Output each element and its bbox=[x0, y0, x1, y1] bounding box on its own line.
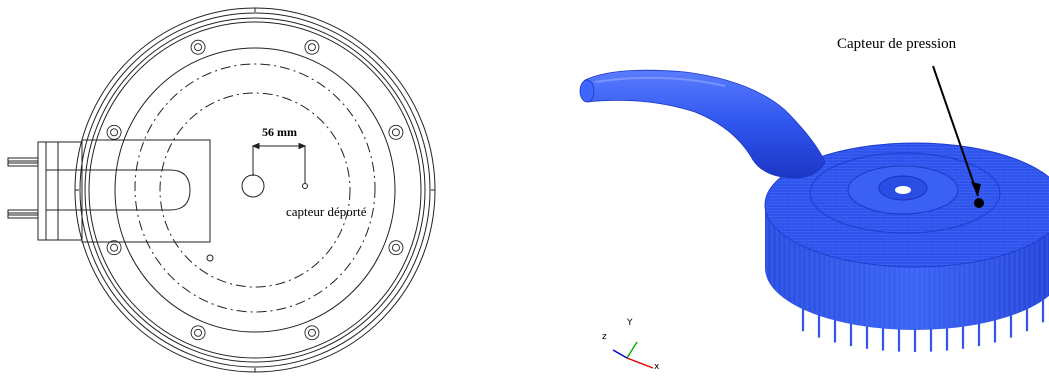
inlet-pin-bottom bbox=[7, 209, 39, 219]
remote-sensor-label: capteur déporté bbox=[286, 204, 367, 219]
flange-bolt bbox=[106, 240, 122, 256]
flange-bolts bbox=[106, 39, 404, 341]
flange-bolt bbox=[388, 124, 404, 140]
technical-drawing-panel: 56 mm capteur déporté bbox=[0, 0, 525, 380]
dimension-label: 56 mm bbox=[262, 125, 297, 139]
flange-bolt bbox=[190, 325, 206, 341]
inner-ring-2 bbox=[88, 21, 422, 359]
sensor-leader-line bbox=[932, 65, 979, 197]
axis-z-label: z bbox=[602, 332, 607, 342]
inlet-pipe bbox=[580, 69, 826, 179]
flange-bolt bbox=[304, 39, 320, 55]
outer-ring bbox=[74, 7, 436, 373]
pressure-sensor-dot bbox=[974, 198, 984, 208]
mesh-model-panel: Capteur de pression Y z x bbox=[525, 0, 1049, 380]
reference-circle-large bbox=[134, 63, 376, 313]
technical-drawing bbox=[7, 7, 436, 373]
center-hole bbox=[241, 174, 265, 198]
reference-circle-small bbox=[159, 92, 351, 288]
cavity-ring bbox=[114, 47, 396, 333]
pipe-opening bbox=[579, 79, 595, 103]
top-ring-1 bbox=[809, 152, 1001, 234]
flange-bolt bbox=[106, 124, 122, 140]
sensor-hole bbox=[302, 183, 308, 189]
flange-bolt bbox=[388, 240, 404, 256]
pressure-sensor-label: Capteur de pression bbox=[837, 36, 957, 52]
axis-x-label: x bbox=[654, 362, 660, 372]
axis-y-label: Y bbox=[627, 318, 633, 328]
small-bolt bbox=[206, 254, 214, 262]
mesh-model bbox=[579, 65, 1049, 369]
outer-ring-inner bbox=[79, 12, 431, 368]
axis-triad bbox=[612, 341, 654, 369]
center-hole bbox=[895, 186, 911, 194]
flange-bolt bbox=[190, 39, 206, 55]
inlet-channel bbox=[46, 169, 191, 211]
flange-bolt bbox=[304, 325, 320, 341]
inner-ring bbox=[84, 17, 426, 363]
inlet-pin-top bbox=[7, 157, 39, 167]
inlet-housing bbox=[81, 139, 211, 243]
